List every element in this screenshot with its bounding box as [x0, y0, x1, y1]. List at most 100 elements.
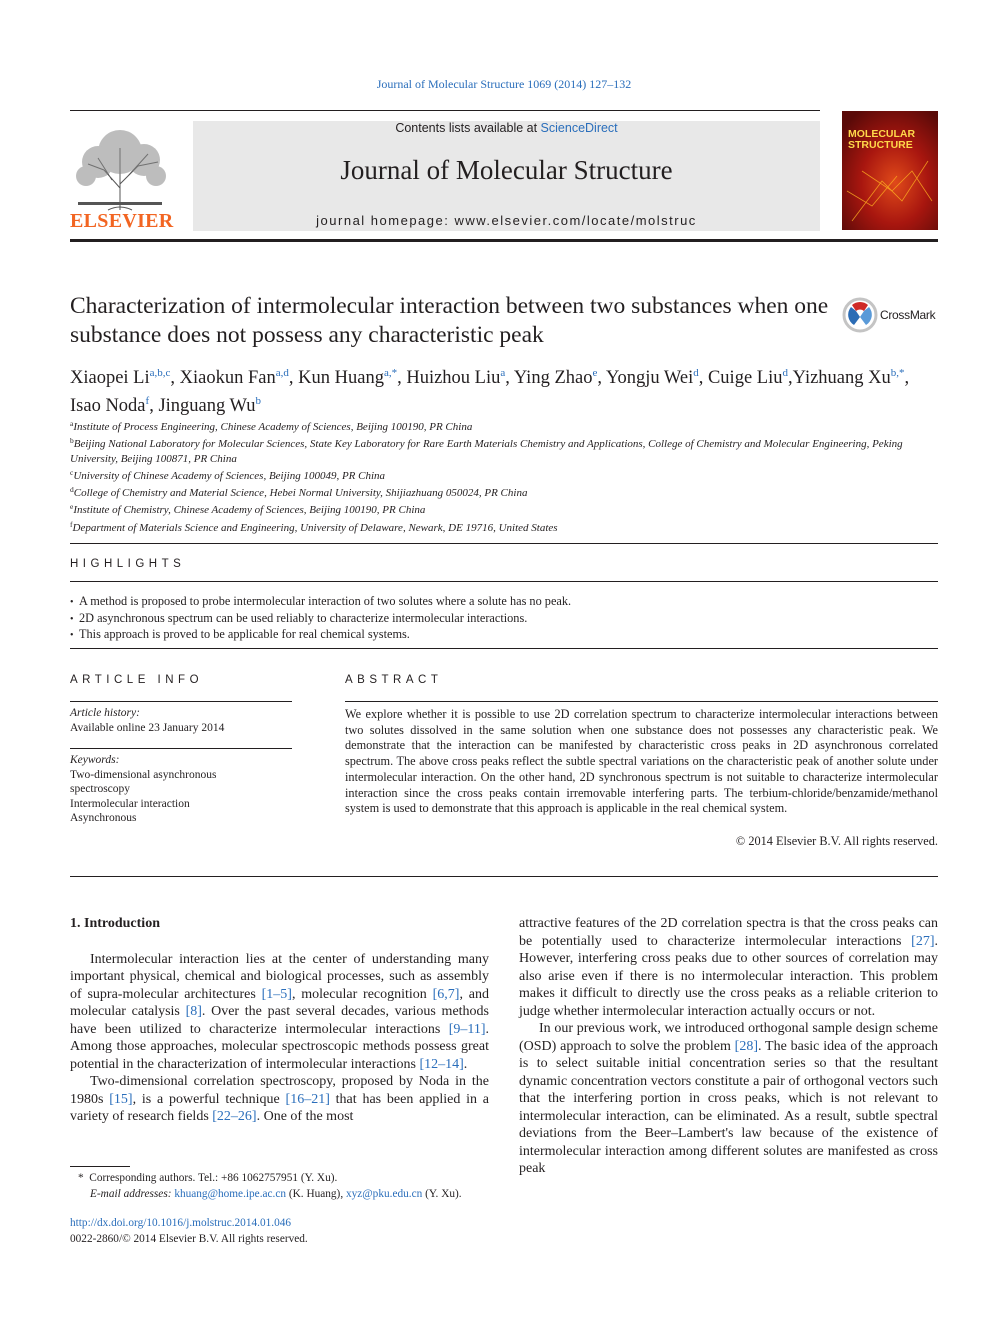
crossmark-label: CrossMark: [880, 308, 936, 322]
author-name[interactable]: Xiaopei Li: [70, 368, 150, 388]
highlight-item: This approach is proved to be applicable…: [70, 627, 938, 644]
email-label: E-mail addresses:: [90, 1188, 172, 1200]
asterisk-marker: *: [78, 1172, 90, 1184]
cover-title: MOLECULAR STRUCTURE: [848, 128, 916, 151]
email-owner-huang: (K. Huang),: [286, 1188, 346, 1200]
highlights-list: A method is proposed to probe intermolec…: [70, 594, 938, 644]
keyword-item: Intermolecular interaction: [70, 797, 190, 810]
sciencedirect-link[interactable]: ScienceDirect: [540, 121, 618, 135]
author-affiliation-marker[interactable]: d: [693, 367, 699, 379]
author-affiliation-marker[interactable]: f: [145, 395, 150, 407]
author-affiliation-marker[interactable]: b,*: [890, 367, 905, 379]
email-link-xu[interactable]: xyz@pku.edu.cn: [345, 1188, 423, 1200]
affiliation-key: a: [70, 419, 74, 428]
author-affiliation-marker[interactable]: e: [592, 367, 598, 379]
keyword-item: Asynchronous: [70, 812, 137, 824]
header-bottom-rule: [70, 239, 938, 242]
author-list: Xiaopei Lia,b,c, Xiaokun Fana,d, Kun Hua…: [70, 367, 910, 416]
affiliation-text: Beijing National Laboratory for Molecula…: [70, 438, 903, 465]
journal-banner: Contents lists available at ScienceDirec…: [193, 121, 820, 231]
affiliation-key: f: [70, 519, 73, 529]
cover-artwork: [842, 111, 938, 230]
body-right-column: attractive features of the 2D correlatio…: [519, 915, 938, 1178]
author-affiliation-marker[interactable]: a,d: [275, 367, 289, 379]
article-title: Characterization of intermolecular inter…: [70, 293, 829, 348]
footnote-rule: [70, 1166, 130, 1167]
affiliation-text: Department of Materials Science and Engi…: [72, 521, 558, 534]
reference-link[interactable]: [9–11]: [448, 1021, 486, 1037]
affiliation-key: b: [70, 436, 74, 446]
elsevier-wordmark: ELSEVIER: [70, 210, 174, 232]
keywords-block: Keywords: Two-dimensional asynchronous sp…: [70, 753, 292, 826]
author-affiliation-marker[interactable]: b: [255, 395, 262, 407]
body-left-column: 1. Introduction Intermolecular interacti…: [70, 915, 489, 1126]
body-paragraph: attractive features of the 2D correlatio…: [519, 916, 938, 1019]
keyword-item: spectroscopy: [70, 783, 131, 795]
reference-link[interactable]: [15]: [109, 1091, 133, 1107]
affiliation-text: University of Chinese Academy of Science…: [73, 469, 386, 482]
author-name[interactable]: Huizhou Liu: [406, 368, 501, 388]
article-history: Article history: Available online 23 Jan…: [70, 706, 292, 735]
author-affiliation-marker[interactable]: a,*: [383, 367, 398, 379]
journal-citation[interactable]: Journal of Molecular Structure 1069 (201…: [376, 77, 632, 91]
affiliation-item: fDepartment of Materials Science and Eng…: [70, 518, 940, 535]
contents-availability: Contents lists available at ScienceDirec…: [193, 121, 820, 135]
doi-link[interactable]: http://dx.doi.org/10.1016/j.molstruc.201…: [70, 1217, 292, 1229]
author-name[interactable]: Yizhuang Xu: [792, 368, 891, 388]
author-name[interactable]: Cuige Liu: [707, 368, 783, 388]
body-paragraph: Intermolecular interaction lies at the c…: [70, 951, 490, 1072]
author-affiliation-marker[interactable]: a,b,c: [149, 367, 171, 379]
journal-cover-image[interactable]: MOLECULAR STRUCTURE: [842, 111, 938, 230]
author-name[interactable]: Yongju Wei: [605, 368, 694, 388]
reference-link[interactable]: [6,7]: [432, 986, 460, 1002]
email-link-huang[interactable]: khuang@home.ipe.ac.cn: [174, 1188, 287, 1200]
author-name[interactable]: Jinguang Wu: [158, 396, 256, 416]
keyword-item: Two-dimensional asynchronous: [70, 768, 217, 781]
doi-block: http://dx.doi.org/10.1016/j.molstruc.201…: [70, 1216, 308, 1247]
author-name[interactable]: Kun Huang: [298, 368, 384, 388]
corresponding-text: Corresponding authors. Tel.: +86 1062757…: [89, 1172, 338, 1184]
reference-link[interactable]: [27]: [911, 933, 935, 949]
affiliation-item: dCollege of Chemistry and Material Scien…: [70, 483, 940, 500]
header-top-rule: [70, 110, 820, 111]
journal-homepage[interactable]: journal homepage: www.elsevier.com/locat…: [316, 213, 697, 228]
reference-link[interactable]: [1–5]: [261, 986, 292, 1002]
contents-prefix: Contents lists available at: [395, 121, 541, 135]
body-paragraph: In our previous work, we introduced orth…: [519, 1021, 938, 1176]
affiliation-text: Institute of Chemistry, Chinese Academy …: [73, 504, 426, 517]
crossmark-badge[interactable]: CrossMark: [842, 297, 942, 333]
affiliation-text: Institute of Process Engineering, Chines…: [73, 421, 473, 433]
history-label: Article history:: [70, 707, 140, 719]
corresponding-note: * Corresponding authors. Tel.: +86 10627…: [70, 1170, 500, 1186]
author-name[interactable]: Ying Zhao: [513, 368, 593, 388]
affiliation-key: c: [70, 467, 74, 477]
affiliation-item: eInstitute of Chemistry, Chinese Academy…: [70, 500, 940, 517]
affiliation-item: aInstitute of Process Engineering, Chine…: [70, 417, 940, 434]
highlights-bottom-rule: [70, 648, 938, 649]
reference-link[interactable]: [16–21]: [285, 1091, 330, 1107]
author-name[interactable]: Xiaokun Fan: [179, 368, 276, 388]
email-line: E-mail addresses: khuang@home.ipe.ac.cn …: [70, 1186, 500, 1202]
keywords-rule: [70, 748, 292, 749]
highlights-heading: HIGHLIGHTS: [70, 558, 186, 570]
abstract-rule: [345, 701, 938, 702]
reference-link[interactable]: [12–14]: [419, 1056, 464, 1072]
abstract-text: We explore whether it is possible to use…: [345, 707, 938, 816]
email-owner-xu: (Y. Xu).: [422, 1188, 462, 1200]
author-affiliation-marker[interactable]: d: [782, 367, 788, 379]
highlights-top-rule: [70, 543, 938, 544]
affiliation-text: College of Chemistry and Material Scienc…: [73, 487, 528, 500]
reference-link[interactable]: [22–26]: [212, 1109, 257, 1124]
keywords-label: Keywords:: [70, 754, 120, 766]
author-name[interactable]: Isao Noda: [70, 396, 146, 416]
issn-copyright: 0022-2860/© 2014 Elsevier B.V. All right…: [70, 1232, 308, 1245]
affiliation-key: d: [70, 485, 74, 495]
reference-link[interactable]: [8]: [185, 1004, 202, 1019]
affiliation-key: e: [70, 502, 74, 512]
section-heading-introduction: 1. Introduction: [70, 916, 160, 931]
journal-title[interactable]: Journal of Molecular Structure: [340, 155, 673, 185]
author-affiliation-marker[interactable]: a: [500, 367, 506, 379]
affiliation-item: cUniversity of Chinese Academy of Scienc…: [70, 466, 940, 483]
affiliation-item: bBeijing National Laboratory for Molecul…: [70, 434, 940, 466]
reference-link[interactable]: [28]: [734, 1038, 758, 1054]
